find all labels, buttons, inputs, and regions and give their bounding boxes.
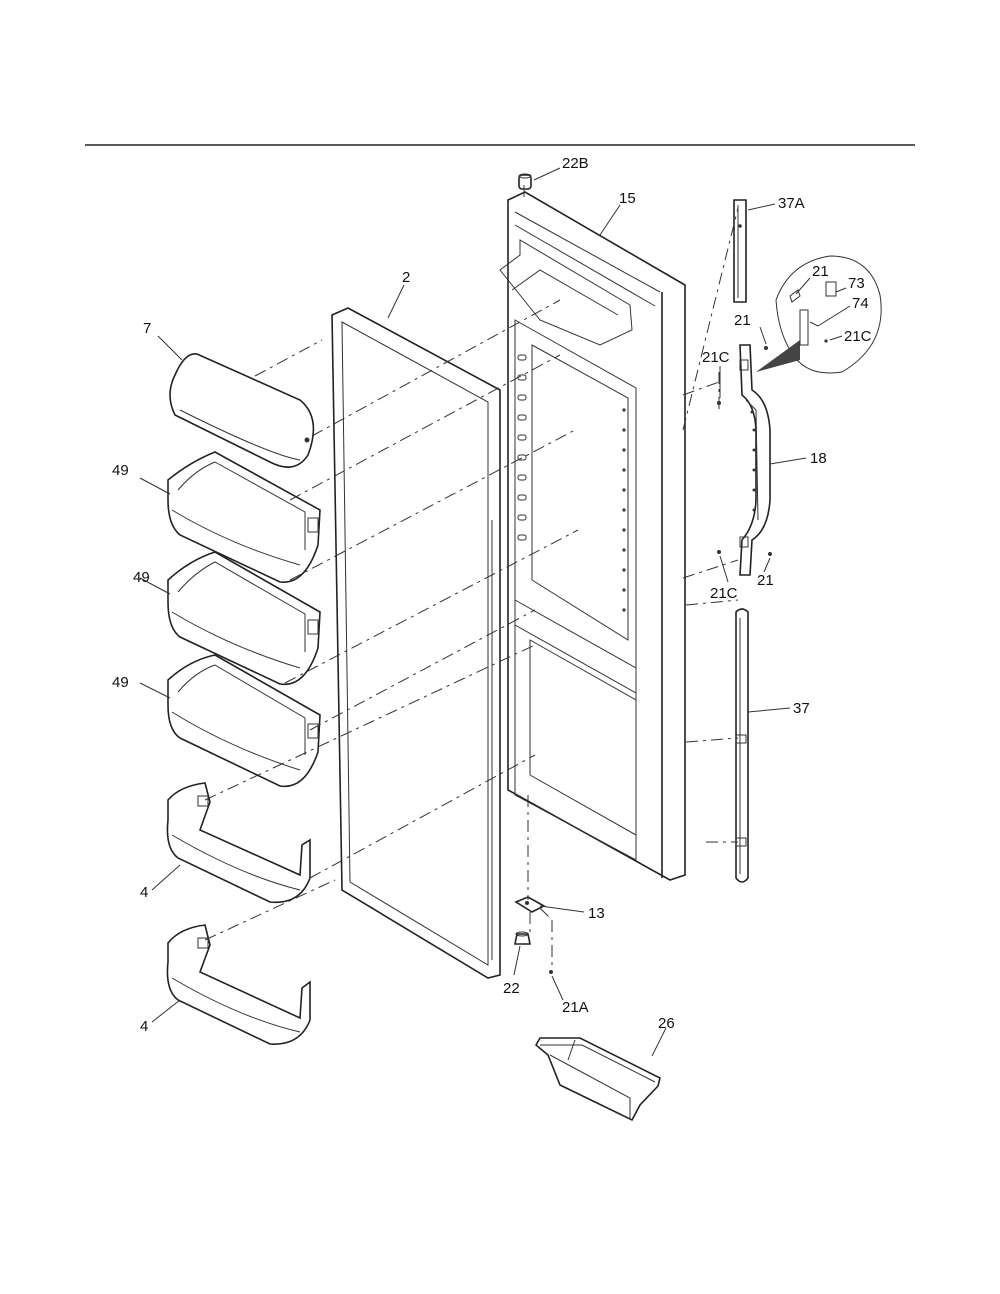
fasteners [549, 346, 772, 974]
callout-37: 37 [793, 700, 810, 717]
callout-2: 2 [402, 269, 410, 286]
callout-13: 13 [588, 905, 605, 922]
callout-22B: 22B [562, 155, 589, 172]
callout-21-b: 21 [734, 312, 751, 329]
callout-73: 73 [848, 275, 865, 292]
part-2-gasket [331, 307, 501, 979]
assembly-lines [204, 185, 739, 970]
leader-lines [139, 167, 851, 1057]
callout-49-c: 49 [112, 674, 129, 691]
part-4-shelf-1 [166, 782, 311, 904]
part-4-shelf-2 [166, 924, 311, 1045]
callout-49-b: 49 [133, 569, 150, 586]
callout-21C-c: 21C [710, 585, 738, 602]
callout-74: 74 [852, 295, 869, 312]
callout-4-a: 4 [140, 884, 148, 901]
callout-7: 7 [143, 320, 151, 337]
callout-22: 22 [503, 980, 520, 997]
part-18-handle [739, 344, 771, 576]
callout-21A: 21A [562, 999, 589, 1016]
callout-49-a: 49 [112, 462, 129, 479]
callout-15: 15 [619, 190, 636, 207]
part-22-bushing [514, 931, 531, 945]
part-49-bin-3 [167, 654, 321, 788]
callout-4-b: 4 [140, 1018, 148, 1035]
callout-21C-b: 21C [702, 349, 730, 366]
part-13-hinge [514, 896, 546, 913]
part-49-bin-1 [167, 451, 321, 583]
callout-21-c: 21 [757, 572, 774, 589]
callout-labels: 7 2 49 49 49 4 4 22B 15 37A 21 73 74 21C… [112, 155, 872, 1035]
part-26-dairy-bin [534, 1037, 661, 1122]
part-37-trim [735, 608, 749, 883]
callout-18: 18 [810, 450, 827, 467]
callout-37A: 37A [778, 195, 805, 212]
callout-26: 26 [658, 1015, 675, 1032]
part-15-door [499, 191, 686, 881]
part-37A-trim [733, 199, 747, 303]
part-49-bin-2 [167, 551, 321, 686]
part-22B-cap [518, 173, 532, 190]
callout-21C-a: 21C [844, 328, 872, 345]
part-7-cylinder [169, 353, 315, 468]
detail-inset [756, 255, 882, 374]
callout-21-a: 21 [812, 263, 829, 280]
